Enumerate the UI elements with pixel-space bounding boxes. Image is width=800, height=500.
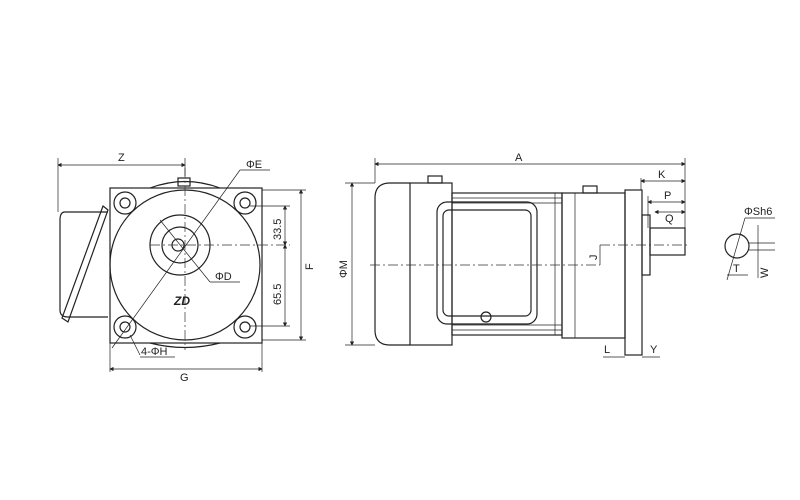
- gear-flange: [624, 189, 643, 356]
- dim-y-label: Y: [650, 344, 658, 356]
- dim-4-phi-h-label: 4-ΦH: [141, 346, 168, 358]
- mount-hole-top-left: [113, 191, 137, 215]
- dim-j-label: J: [588, 255, 600, 261]
- phi-sh6-leader: [726, 217, 746, 281]
- dim-g-label: G: [180, 372, 189, 384]
- top-screw-side: [427, 175, 443, 184]
- side-view: A K P Q ΦM J L Y: [338, 152, 690, 358]
- dim-phi-sh6-label: ΦSh6: [744, 206, 772, 218]
- mount-hole-top-left-bore: [119, 197, 131, 209]
- dim-w-label: W: [759, 267, 771, 278]
- dim-f-label: F: [304, 263, 316, 270]
- mount-hole-bottom-right: [233, 315, 257, 339]
- cooling-fins: [452, 193, 562, 335]
- phi-d-leader: [159, 219, 211, 283]
- dim-t-label: T: [733, 263, 740, 275]
- dim-phi-e-label: ΦE: [246, 159, 262, 171]
- gearbox-screw: [582, 185, 598, 194]
- mount-holes: [113, 191, 257, 339]
- mount-hole-bottom-left-bore: [119, 321, 131, 333]
- top-screw: [177, 177, 191, 187]
- motor-body: [451, 192, 563, 336]
- mount-hole-top-right-bore: [239, 197, 251, 209]
- cable: [61, 205, 109, 323]
- dim-33-5-label: 33.5: [272, 219, 284, 240]
- dim-q-label: Q: [665, 213, 674, 225]
- mount-hole-top-right: [233, 191, 257, 215]
- zd-logo: ZD: [173, 294, 190, 308]
- front-view: Z ΦE ΦD 4-ΦH G F 33.5 65.5 ZD: [57, 152, 316, 384]
- bottom-boss: [149, 342, 221, 349]
- dim-65-5-label: 65.5: [272, 284, 284, 305]
- dim-l-label: L: [604, 344, 610, 356]
- mount-hole-bottom-right-bore: [239, 321, 251, 333]
- rear-cover: [374, 182, 410, 346]
- dim-phi-m-label: ΦM: [338, 260, 350, 278]
- dim-k-label: K: [658, 169, 666, 181]
- phi-h-leader: [129, 334, 141, 356]
- dim-z-label: Z: [118, 152, 125, 164]
- dim-p-label: P: [664, 190, 671, 202]
- output-shaft: [649, 227, 686, 256]
- shaft-section: ΦSh6 T W: [724, 206, 775, 281]
- phi-e-leader: [111, 169, 241, 349]
- end-bell: [409, 182, 453, 346]
- dim-a-label: A: [515, 152, 523, 164]
- terminal-window-inner: [442, 209, 532, 317]
- gearbox: [561, 192, 626, 339]
- screw: [480, 311, 492, 323]
- phi-d-circle: [161, 226, 199, 264]
- shaft-section-circle: [724, 233, 750, 259]
- mount-hole-bottom-left: [113, 315, 137, 339]
- terminal-window: [436, 201, 538, 325]
- dim-phi-d-label: ΦD: [215, 271, 232, 283]
- terminal-box: [59, 211, 108, 318]
